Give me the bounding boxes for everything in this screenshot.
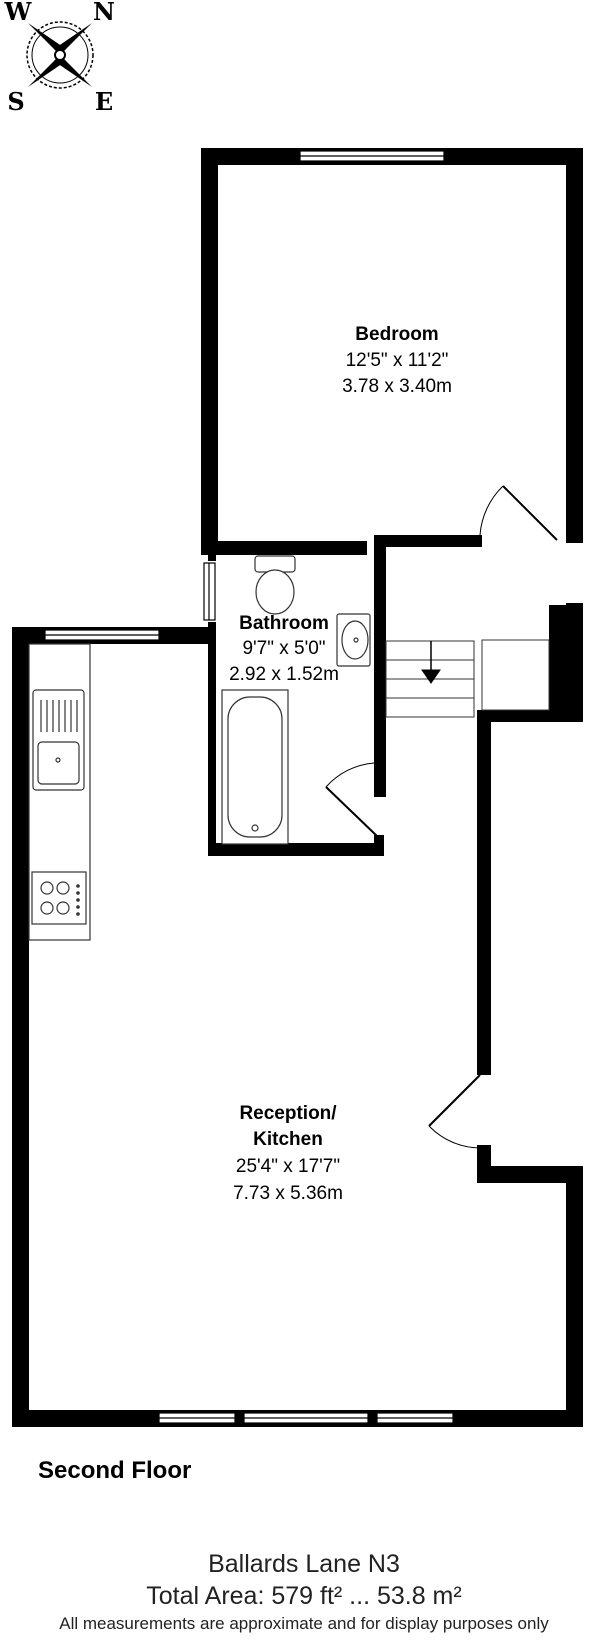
reception-step-wall [477, 1166, 583, 1183]
bathroom-left-wall-lower [208, 622, 216, 856]
reception-door-stub [477, 1145, 491, 1183]
bathroom-label: Bathroom 9'7" x 5'0" 2.92 x 1.52m [229, 613, 339, 685]
bathtub-icon [221, 689, 289, 845]
sink-icon [32, 689, 85, 791]
compass-icon: W N S E [4, 0, 115, 116]
floor-label: Second Floor [38, 1457, 192, 1484]
bedroom-door [479, 485, 558, 541]
bedroom-right-wall-upper [566, 148, 583, 543]
reception-name-line1: Reception/ [239, 1103, 337, 1124]
reception-right-wall-lower [566, 1166, 583, 1427]
landing-block [549, 605, 583, 721]
total-area: Total Area: 579 ft² ... 53.8 m² [146, 1582, 462, 1610]
landing-left-wall [374, 535, 386, 797]
bedroom-imperial: 12'5" x 11'2" [346, 350, 449, 371]
walls [12, 148, 583, 1427]
reception-right-wall-upper [477, 710, 491, 1075]
staircase [385, 639, 550, 718]
disclaimer: All measurements are approximate and for… [59, 1614, 549, 1633]
bedroom-bottom-wall [201, 541, 367, 555]
compass-north: N [93, 0, 115, 26]
compass-east: E [95, 87, 113, 116]
bathroom-door [325, 762, 379, 838]
bedroom-name: Bedroom [355, 324, 438, 345]
bathroom-right-stub [374, 835, 384, 856]
kitchen-fixtures [28, 643, 91, 941]
bathroom-metric: 2.92 x 1.52m [229, 664, 339, 685]
landing-top-wall [374, 535, 482, 547]
bathroom-fixtures [221, 555, 371, 845]
bathroom-imperial: 9'7" x 5'0" [242, 638, 325, 659]
reception-name-line2: Kitchen [253, 1129, 323, 1150]
bathroom-left-wall-upper [208, 541, 216, 561]
compass-south: S [7, 87, 24, 116]
stairs-arrow-icon [421, 669, 441, 684]
bathroom-bottom-wall [208, 843, 384, 856]
toilet-icon [254, 555, 296, 615]
hob-icon [31, 871, 87, 925]
reception-metric: 7.73 x 5.36m [233, 1183, 343, 1204]
bedroom-metric: 3.78 x 3.40m [342, 376, 452, 397]
windows [44, 150, 454, 1424]
property-address: Ballards Lane N3 [208, 1550, 400, 1578]
doors [325, 485, 558, 1149]
reception-imperial: 25'4" x 17'7" [236, 1156, 340, 1177]
reception-left-wall [12, 627, 29, 1427]
reception-door [428, 1074, 481, 1149]
footer: Ballards Lane N3 Total Area: 579 ft² ...… [0, 1548, 608, 1636]
washbasin-icon [336, 613, 371, 667]
reception-label: Reception/ Kitchen 25'4" x 17'7" 7.73 x … [233, 1103, 343, 1204]
bedroom-label: Bedroom 12'5" x 11'2" 3.78 x 3.40m [342, 324, 452, 397]
compass-west: W [4, 0, 33, 26]
bedroom-left-wall [201, 148, 218, 555]
bathroom-name: Bathroom [239, 613, 329, 634]
